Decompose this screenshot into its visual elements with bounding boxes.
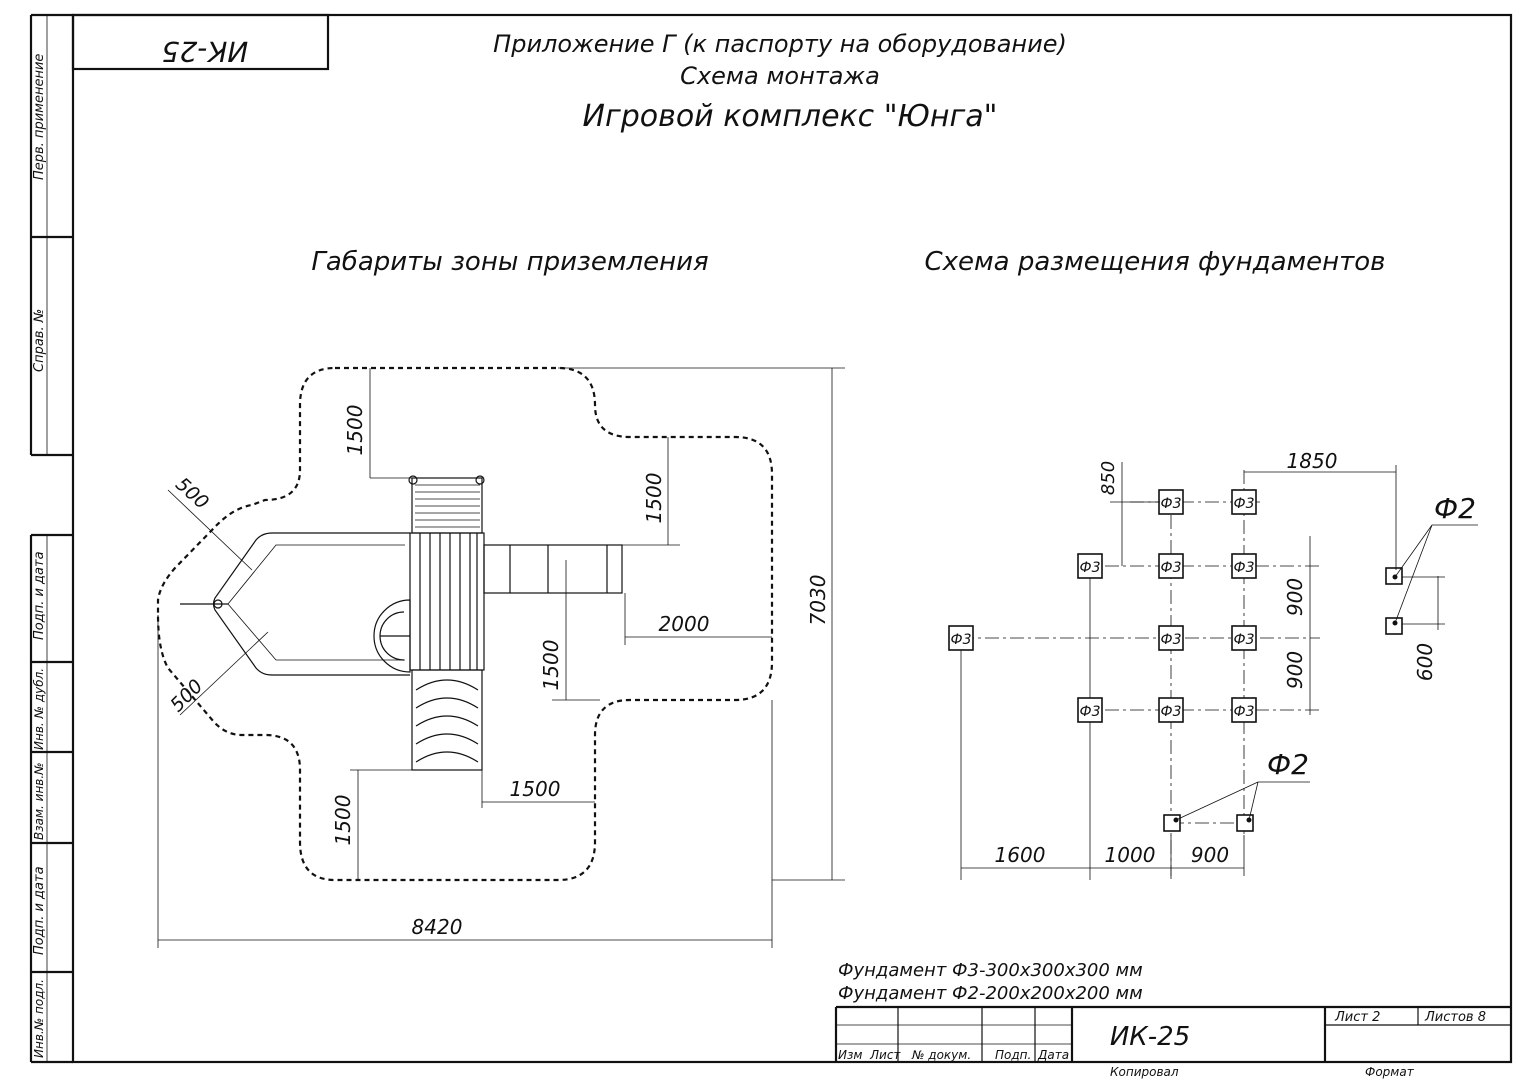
tb-sheet: Лист 2 xyxy=(1334,1010,1380,1025)
f3-label-5: Ф3 xyxy=(1234,560,1255,576)
side-strip: Перв. применение Справ. № Подп. и дата И… xyxy=(29,13,73,1064)
f2-label-top: Ф2 xyxy=(1434,492,1476,525)
fdim-b3: 900 xyxy=(1191,843,1229,867)
side-label-5: Подп. и дата xyxy=(32,866,47,955)
landing-zone-title: Габариты зоны приземления xyxy=(311,247,708,277)
title-block: Изм Лист № докум. Подп. Дата ИК-25 Лист … xyxy=(834,1005,1511,1079)
fdim-v2: 900 xyxy=(1283,651,1307,689)
f3-label-3: Ф3 xyxy=(1080,560,1101,576)
f3-label-10: Ф3 xyxy=(1161,704,1182,720)
fdim-b1: 1600 xyxy=(995,843,1046,867)
foundations-title: Схема размещения фундаментов xyxy=(924,247,1385,277)
f3-label-1: Ф3 xyxy=(1161,496,1182,512)
note-f3: Фундамент Ф3-300х300х300 мм xyxy=(838,960,1143,981)
side-label-0: Перв. применение xyxy=(32,54,47,180)
side-label-2: Подп. и дата xyxy=(32,551,47,640)
stamp-box xyxy=(71,13,330,71)
tb-doc-code: ИК-25 xyxy=(1110,1022,1190,1052)
side-label-4: Взам. инв.№ xyxy=(32,762,46,840)
side-label-3: Инв. № дубл. xyxy=(32,668,46,750)
header-line-3: Игровой комплекс "Юнга" xyxy=(583,99,998,134)
fdim-offset-top: 850 xyxy=(1098,461,1119,495)
dim-right-mid: 2000 xyxy=(659,612,710,636)
f3-label-6: Ф3 xyxy=(951,632,972,648)
landing-zone-outline xyxy=(156,366,774,882)
foundations-drawing: Ф3 Ф3 Ф3 Ф3 Ф3 Ф3 Ф3 Ф3 Ф3 Ф3 Ф3 Ф2 Ф2 xyxy=(948,449,1478,880)
fdim-v1: 900 xyxy=(1283,578,1307,616)
f2-label-bottom: Ф2 xyxy=(1267,748,1309,781)
dim-angled-top: 500 xyxy=(171,473,213,514)
landing-zone-drawing: 1500 1500 2000 1500 1500 1500 7030 8420 … xyxy=(156,366,845,948)
fdim-right: 600 xyxy=(1413,643,1437,681)
sheet-frame xyxy=(71,13,1513,1064)
tb-col-list: Лист xyxy=(869,1048,901,1062)
f3-label-11: Ф3 xyxy=(1234,704,1255,720)
tb-col-doc: № докум. xyxy=(911,1048,971,1062)
dim-width-total: 8420 xyxy=(412,915,463,939)
tb-col-izm: Изм xyxy=(838,1048,862,1062)
f3-label-8: Ф3 xyxy=(1234,632,1255,648)
side-label-6: Инв.№ подл. xyxy=(32,979,46,1058)
tb-format: Формат xyxy=(1365,1065,1415,1079)
tb-col-sign: Подп. xyxy=(995,1048,1031,1062)
tb-copied: Копировал xyxy=(1110,1065,1179,1079)
dim-top: 1500 xyxy=(343,405,367,456)
side-label-1: Справ. № xyxy=(32,309,47,372)
header-line-1: Приложение Г (к паспорту на оборудование… xyxy=(493,30,1067,58)
dim-bottom-v: 1500 xyxy=(331,795,355,846)
dim-height-total: 7030 xyxy=(806,575,830,626)
f3-label-2: Ф3 xyxy=(1234,496,1255,512)
dim-angled-bottom: 500 xyxy=(166,675,207,716)
f3-label-9: Ф3 xyxy=(1080,704,1101,720)
fdim-b2: 1000 xyxy=(1105,843,1156,867)
dim-center: 1500 xyxy=(539,640,563,691)
f3-label-7: Ф3 xyxy=(1161,632,1182,648)
dim-right-top: 1500 xyxy=(642,473,666,524)
fdim-top: 1850 xyxy=(1287,449,1338,473)
stamp-code: ИК-25 xyxy=(162,35,249,68)
tb-col-date: Дата xyxy=(1037,1048,1069,1062)
f3-label-4: Ф3 xyxy=(1161,560,1182,576)
dim-bottom-h: 1500 xyxy=(510,777,561,801)
tb-sheets: Листов 8 xyxy=(1424,1010,1486,1025)
note-f2: Фундамент Ф2-200х200х200 мм xyxy=(838,983,1143,1004)
header-line-2: Схема монтажа xyxy=(680,62,880,90)
